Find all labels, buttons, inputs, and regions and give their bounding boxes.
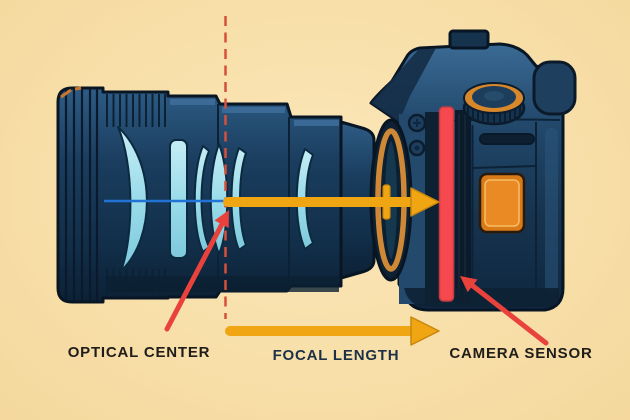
label-optical-center: OPTICAL CENTER xyxy=(67,344,211,361)
barrel-top-highlight xyxy=(222,107,285,113)
front-glass-element xyxy=(117,126,148,272)
mirror-box-shadow xyxy=(455,110,471,304)
viewfinder-slot xyxy=(479,133,535,145)
barrel-top-highlight xyxy=(170,99,215,105)
orange-detail-panel xyxy=(478,172,526,234)
focal-length-arrow-bottom xyxy=(225,316,440,346)
pointer-arrow-optical-center xyxy=(164,210,229,332)
side-highlight xyxy=(545,128,558,293)
viewfinder-hump xyxy=(371,48,436,122)
camera-side-buttons xyxy=(407,113,427,157)
ring-glint xyxy=(74,86,82,91)
mount-recess xyxy=(425,112,439,304)
label-camera-sensor: CAMERA SENSOR xyxy=(449,345,593,362)
lens xyxy=(56,86,413,304)
thumb-grip xyxy=(532,60,577,116)
barrel-bottom-shadow xyxy=(106,276,339,292)
lens-front-rings xyxy=(64,89,99,301)
pointer-arrow-camera-sensor xyxy=(460,276,549,346)
glass-slab-element xyxy=(169,139,188,259)
camera-sensor-bar xyxy=(438,106,455,302)
label-focal-length: FOCAL LENGTH xyxy=(272,347,400,364)
mode-dial xyxy=(462,82,526,126)
ring-glint xyxy=(60,88,72,99)
barrel-top-highlight xyxy=(294,120,339,126)
hot-shoe xyxy=(448,29,490,50)
lens-glass-elements xyxy=(117,126,314,272)
panel-seam xyxy=(472,165,537,169)
focal-length-arrow-top xyxy=(223,184,440,220)
